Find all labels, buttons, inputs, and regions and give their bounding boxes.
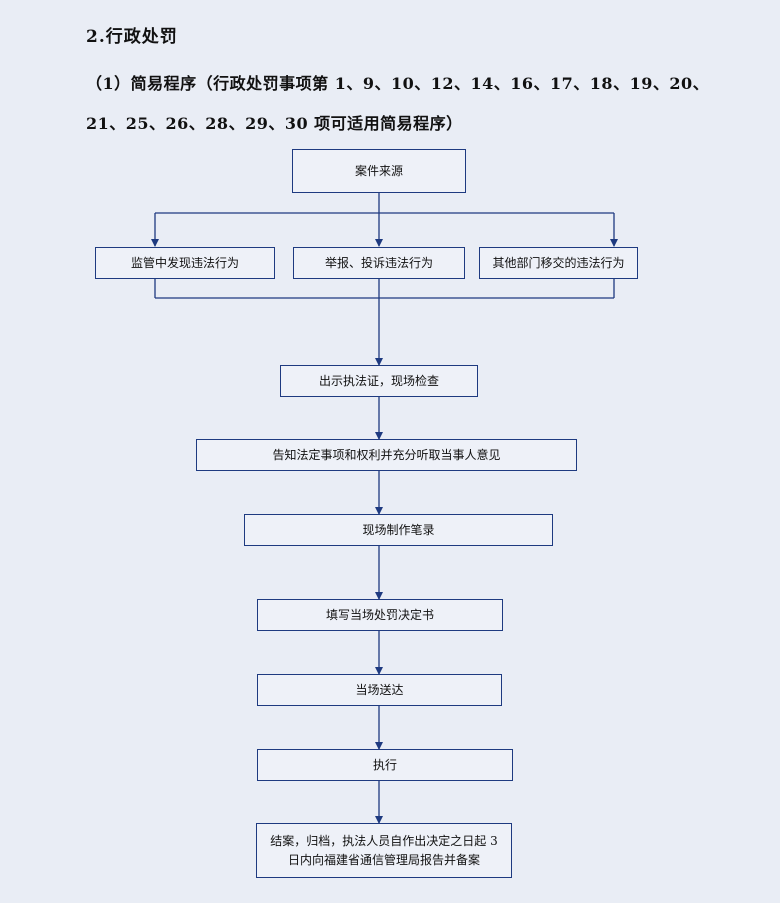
section-heading: 2.行政处罚 [86,27,178,47]
branch-transfer-box: 其他部门移交的违法行为 [479,247,638,279]
case-source-box: 案件来源 [292,149,466,193]
procedure-subtitle: （1）简易程序（行政处罚事项第 1、9、10、12、14、16、17、18、19… [86,74,710,133]
step-delivery-box: 当场送达 [257,674,502,706]
step-record-box: 现场制作笔录 [244,514,553,546]
case-closure-box: 结案，归档，执法人员自作出决定之日起 3 日内向福建省通信管理局报告并备案 [256,823,512,878]
step-inform-box: 告知法定事项和权利并充分听取当事人意见 [196,439,577,471]
branch-supervision-box: 监管中发现违法行为 [95,247,275,279]
step-inspection-box: 出示执法证，现场检查 [280,365,478,397]
step-decision-box: 填写当场处罚决定书 [257,599,503,631]
branch-report-box: 举报、投诉违法行为 [293,247,465,279]
step-execute-box: 执行 [257,749,513,781]
